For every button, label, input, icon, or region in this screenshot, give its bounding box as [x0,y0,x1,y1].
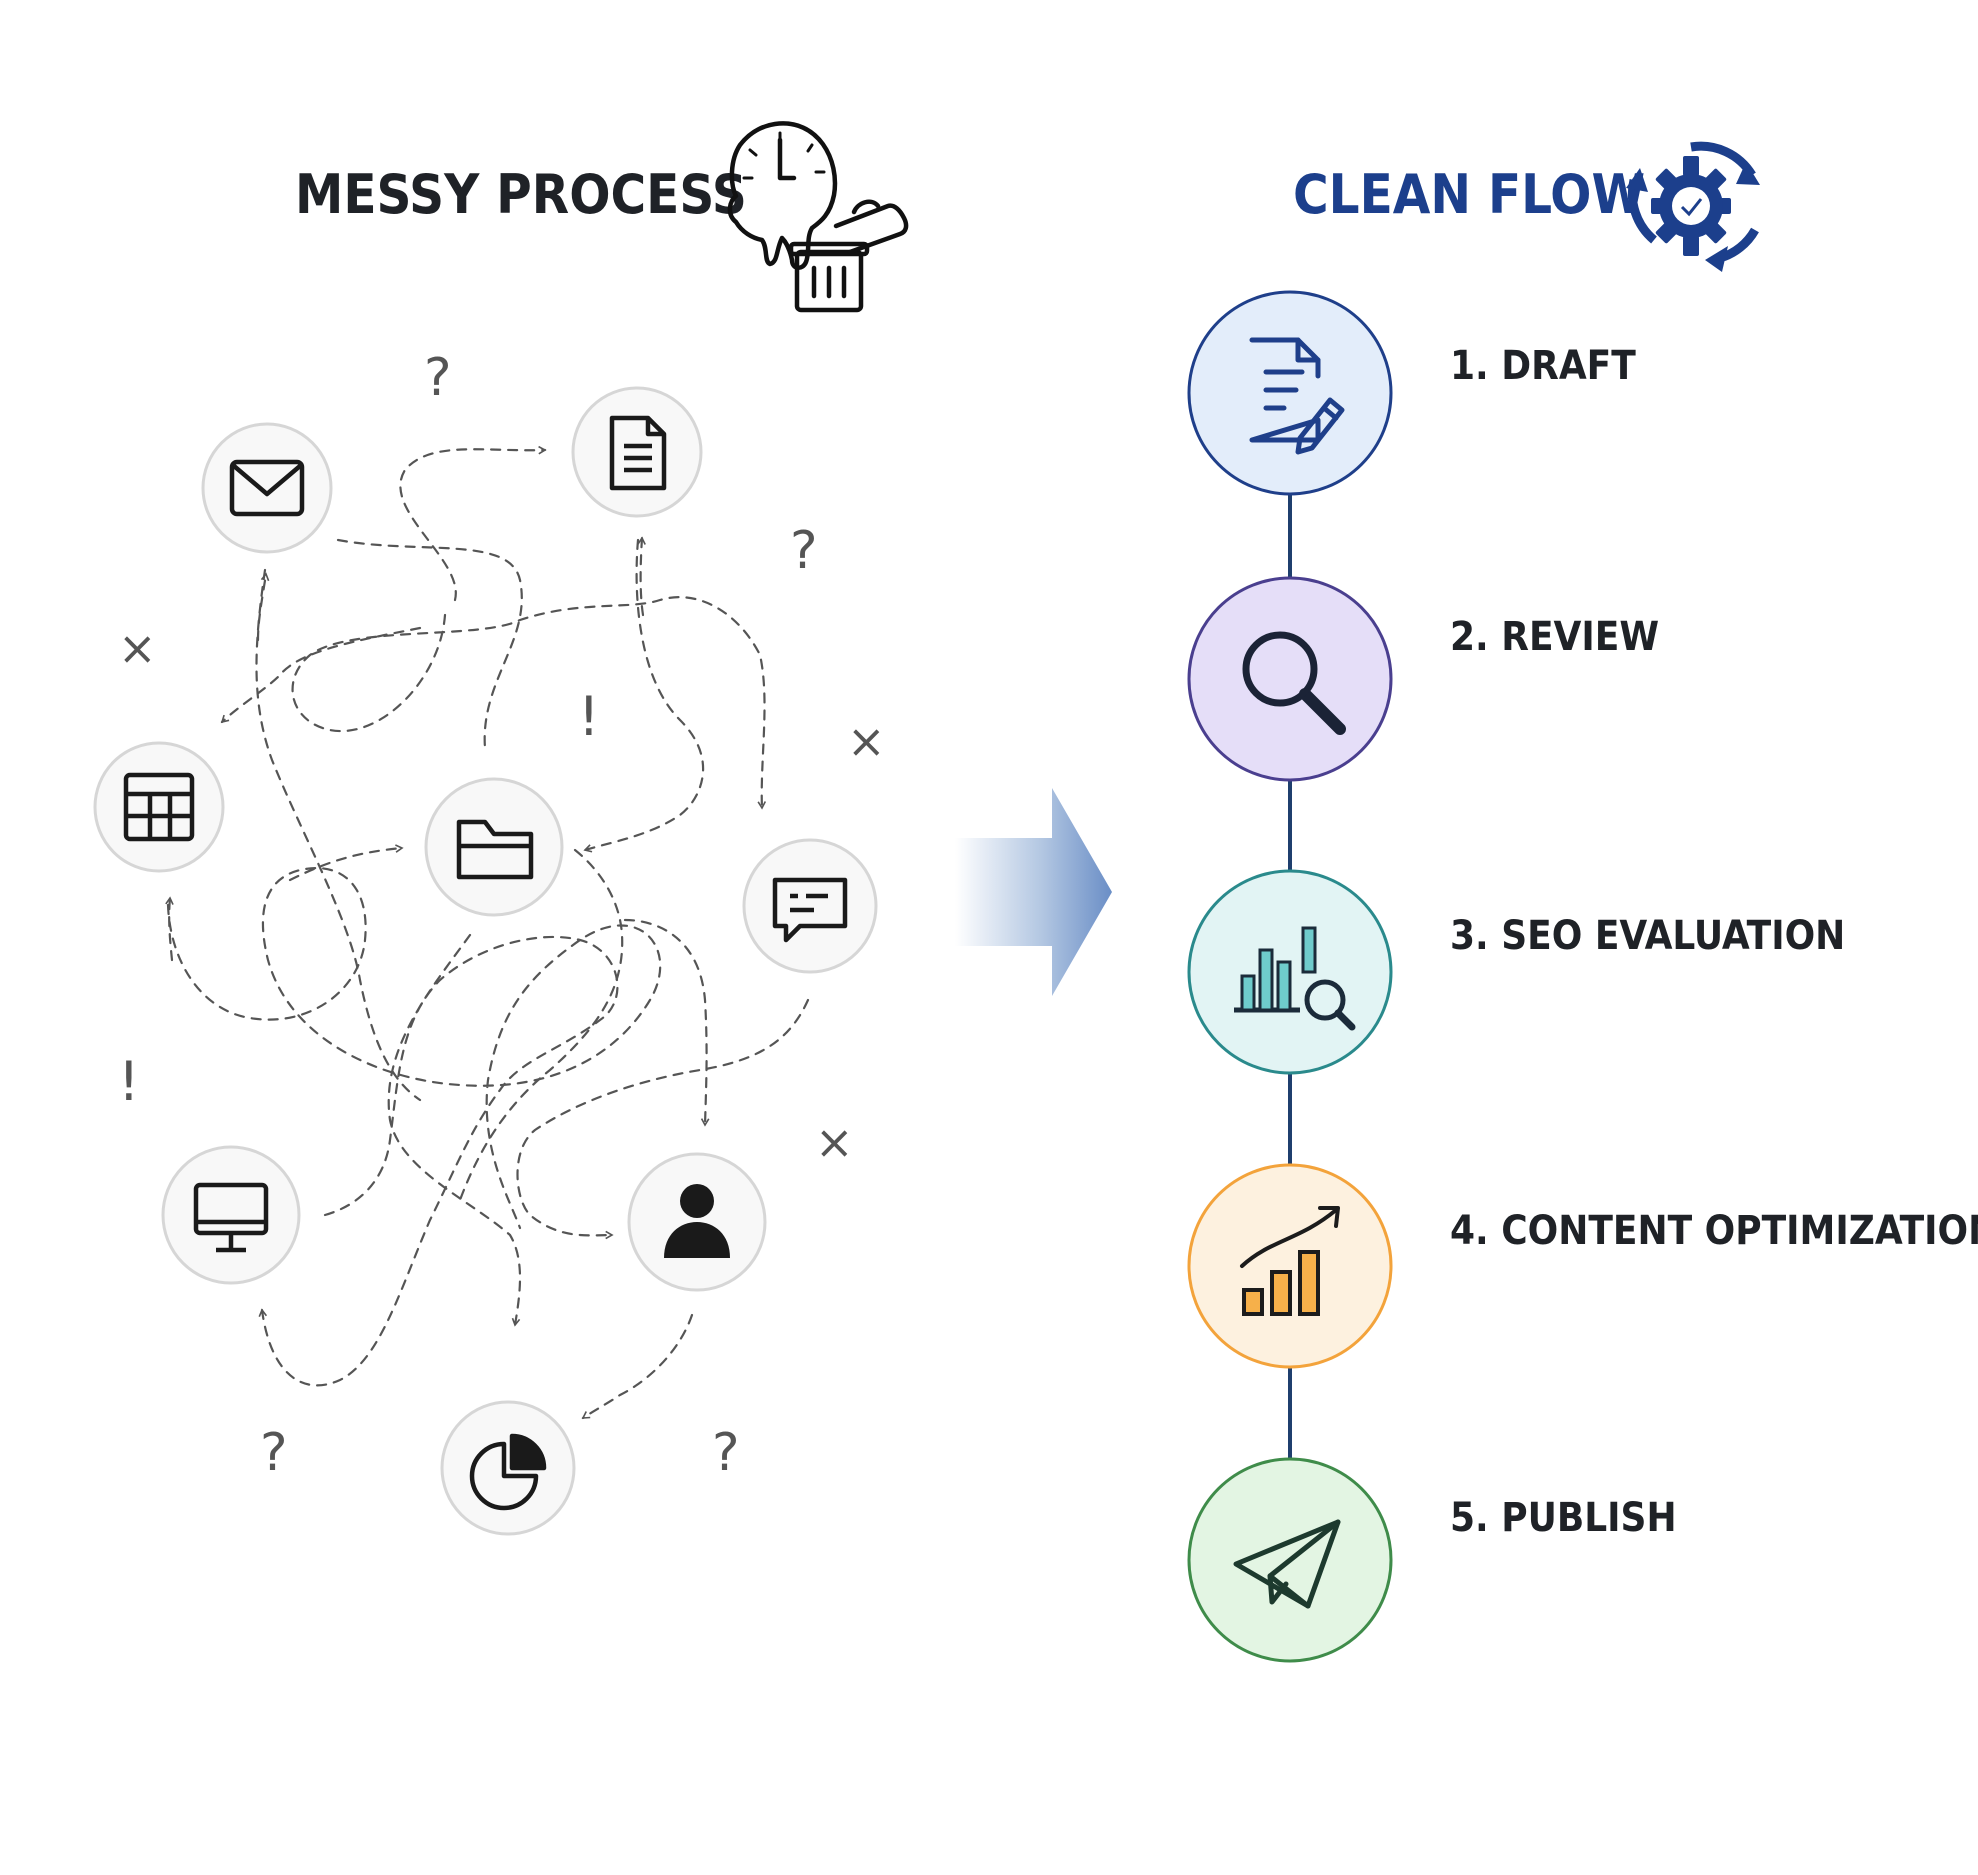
magnifier-icon [1242,631,1346,735]
step-draft: 1. DRAFT [1187,290,1636,496]
table-grid-icon [123,772,195,842]
path-loop-email-doc [399,445,547,602]
document-icon [609,415,667,491]
path-to-folder [288,844,404,882]
path-monitor-loop [258,935,619,1387]
monitor-icon [193,1182,269,1253]
clean-flow-section: CLEAN FLOW [1187,141,1978,1663]
bar-chart-search-icon [1234,926,1356,1031]
spreadsheet-node [93,741,225,873]
path-spreadsheet-arrow [165,896,174,962]
user-icon [664,1184,730,1258]
document-node [571,386,703,518]
path-folder-loop [458,848,624,1202]
step-seo-evaluation: 3. SEO EVALUATION [1187,869,1845,1075]
chat-node [742,838,878,974]
step-label: 4. CONTENT OPTIMIZATION [1450,1208,1978,1254]
pie-chart-icon [469,1433,547,1511]
pie-chart-node [440,1400,576,1536]
path-user-to-pie [581,1313,694,1420]
step-circle [1187,290,1393,496]
envelope-icon [229,459,305,517]
clean-flow-title: CLEAN FLOW [1293,163,1645,226]
messy-process-title: MESSY PROCESS [295,163,747,226]
question-mark: ? [712,1423,740,1483]
step-review: 2. REVIEW [1187,576,1659,782]
melting-clock-trash-icon [727,121,909,313]
step-label: 5. PUBLISH [1450,1495,1677,1541]
cross-mark: × [847,714,886,768]
tangled-paths [165,445,810,1420]
path-folder-to-user [623,918,710,1127]
path-folder-pie [387,933,522,1327]
chat-bubble-icon [772,877,848,943]
email-node [201,422,333,554]
user-node [627,1152,767,1292]
step-publish: 5. PUBLISH [1187,1457,1677,1663]
step-label: 3. SEO EVALUATION [1450,913,1845,959]
cross-mark: × [815,1115,854,1169]
path-loop-small [291,596,767,810]
step-circle [1187,576,1393,782]
step-label: 2. REVIEW [1450,614,1659,660]
folder-node [424,777,564,917]
step-circle [1187,1163,1393,1369]
path-email-up [255,568,422,1102]
document-pencil-icon [1249,337,1345,455]
path-email-to-folder [336,538,523,750]
gear-cycle-check-icon [1626,141,1760,272]
step-content-optimization: 4. CONTENT OPTIMIZATION [1187,1163,1978,1369]
growth-chart-icon [1240,1206,1340,1316]
step-label: 1. DRAFT [1450,343,1636,389]
gradient-arrow-right-icon [955,788,1112,996]
path-doc-up-arrow [637,536,646,617]
messy-process-section: MESSY PROCESS [93,121,909,1536]
monitor-node [161,1145,301,1285]
path-spreadsheet-down [166,867,662,1230]
path-email-arrow [256,572,270,642]
question-mark: ? [790,521,818,581]
cross-mark: × [118,621,157,675]
paper-plane-icon [1233,1519,1341,1609]
scattered-marks: ? ? ? ? × × × ! ! [118,348,886,1483]
exclamation-mark: ! [578,685,600,748]
folder-icon [456,819,534,880]
question-mark: ? [424,348,452,408]
question-mark: ? [260,1423,288,1483]
path-to-spreadsheet [220,626,422,724]
exclamation-mark: ! [118,1050,140,1113]
path-chat-curve [516,998,810,1240]
path-doc-down [583,538,705,853]
